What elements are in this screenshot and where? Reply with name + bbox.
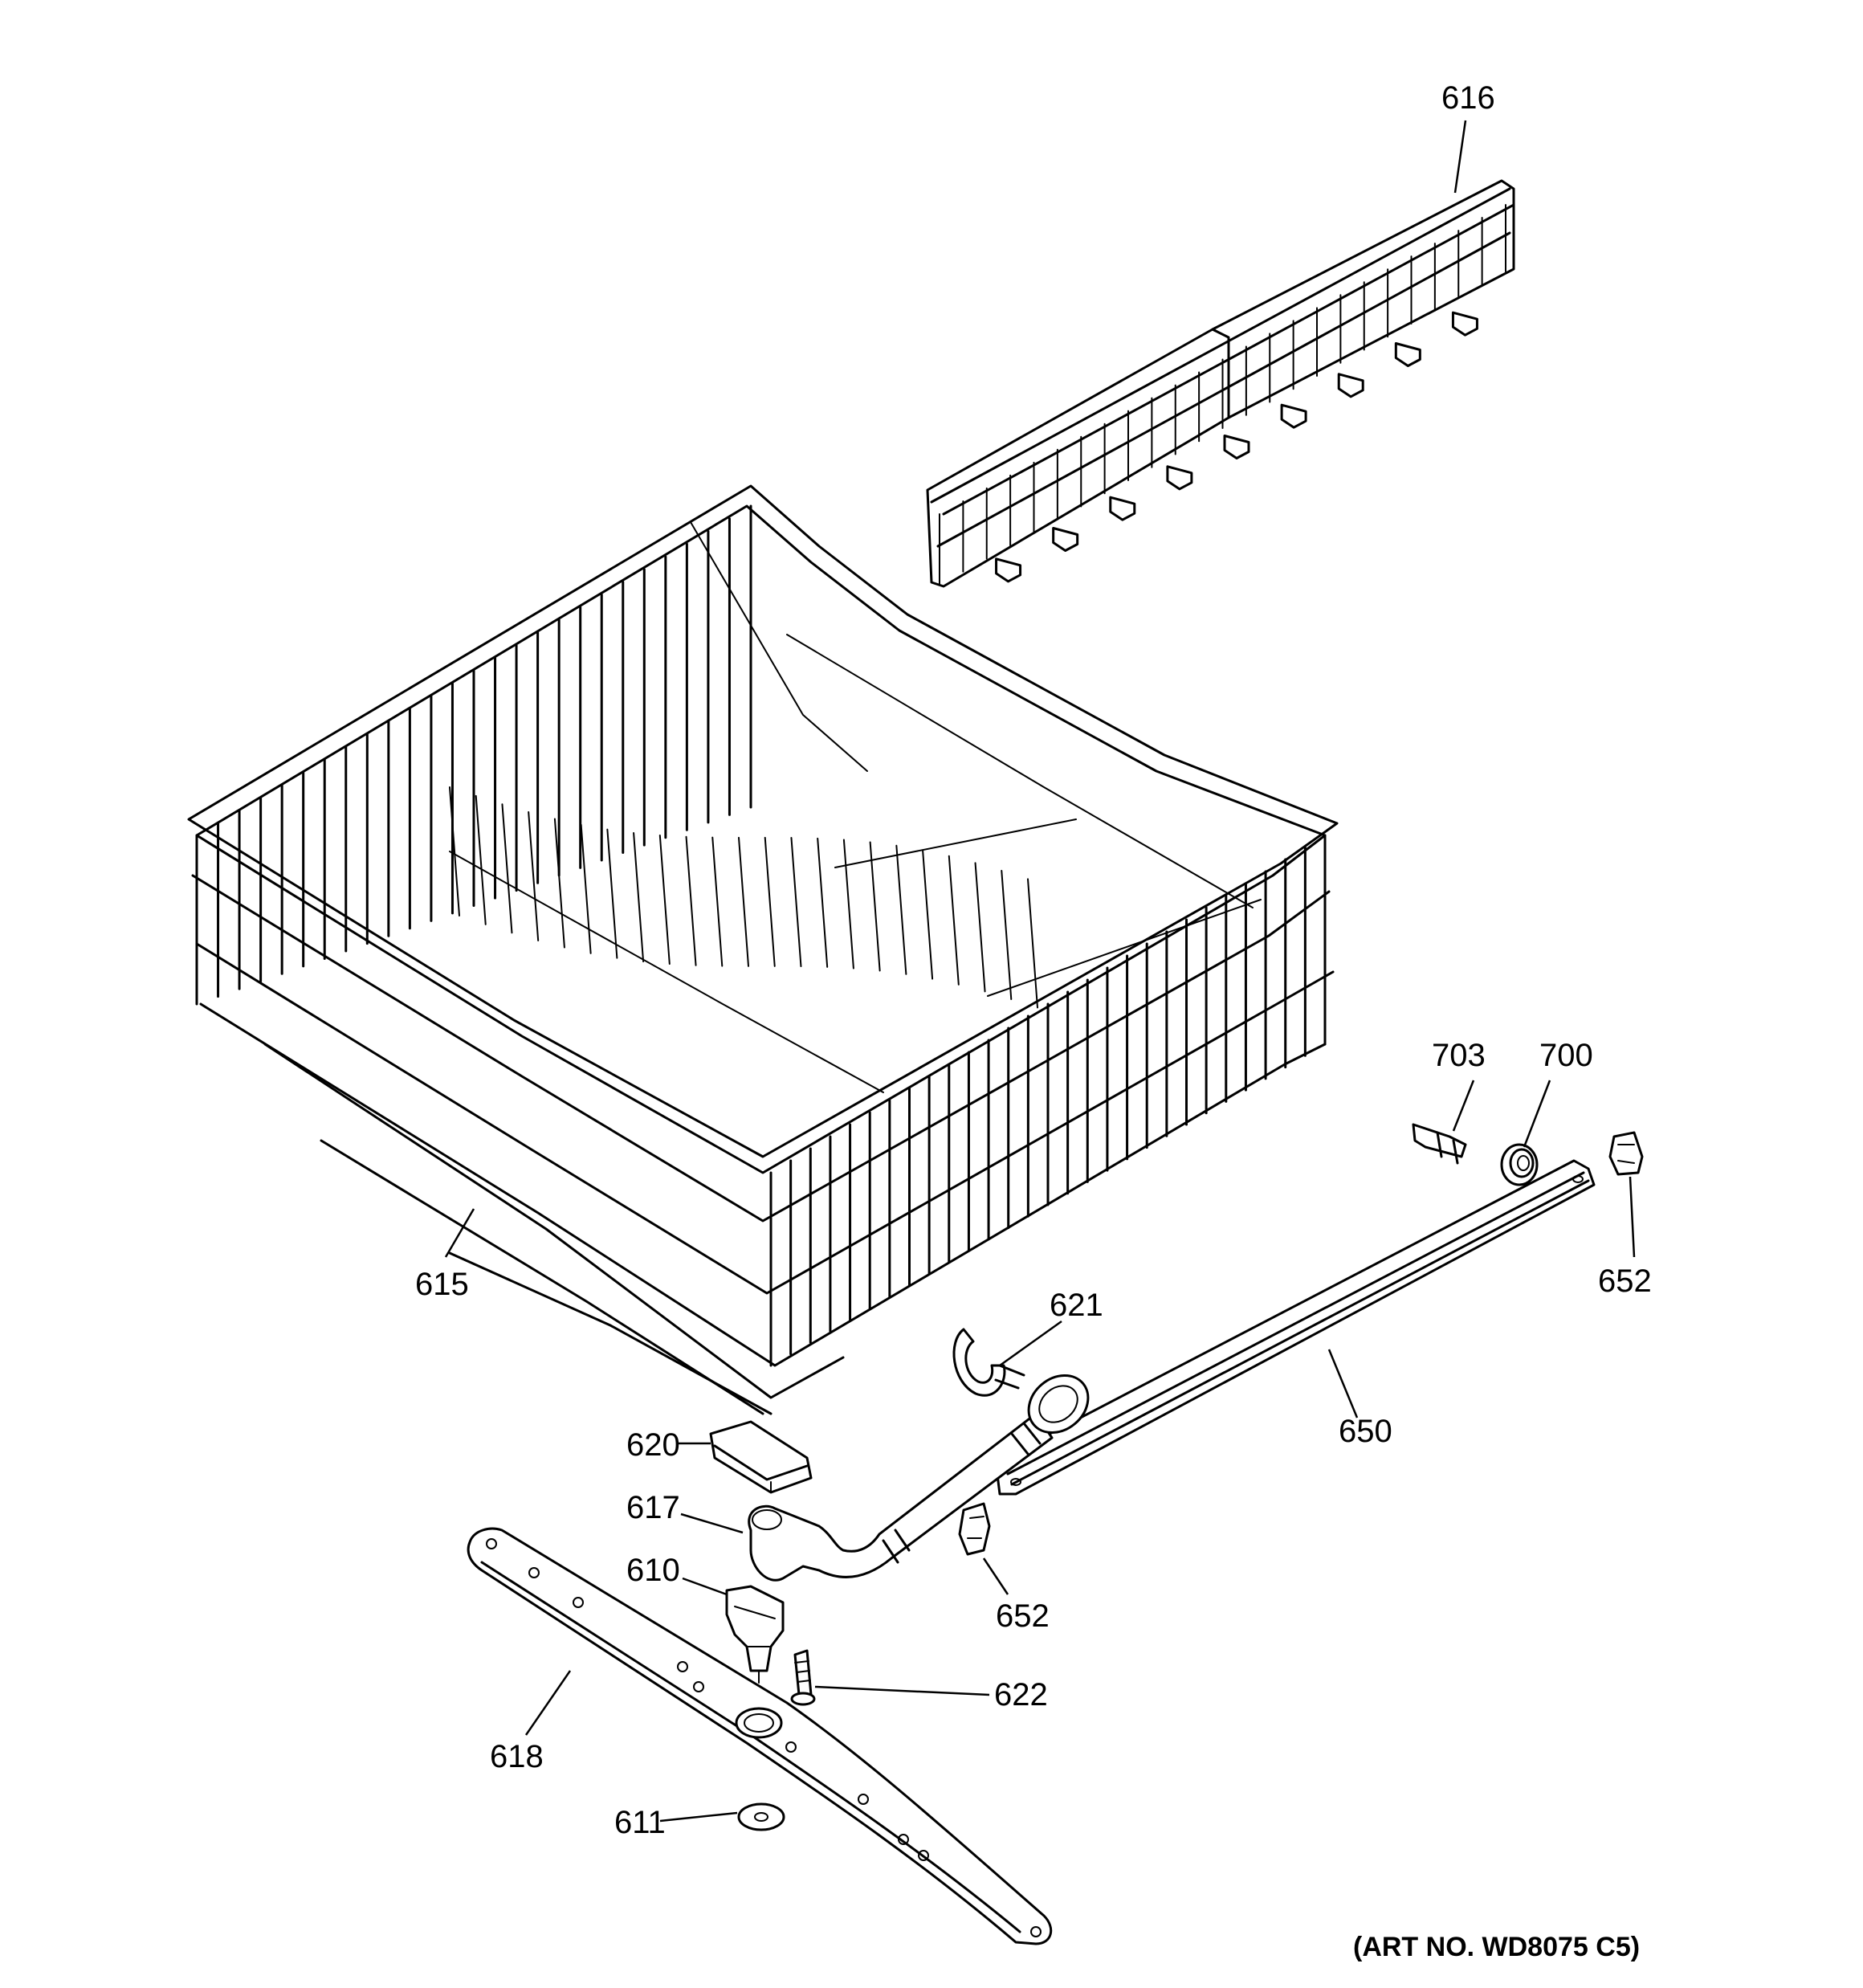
rail-hook xyxy=(1451,311,1478,337)
label-650: 650 xyxy=(1339,1414,1392,1449)
label-616: 616 xyxy=(1441,80,1495,116)
wire-segment xyxy=(842,839,854,970)
wire-segment xyxy=(685,835,697,966)
screw-drawing xyxy=(790,1649,816,1706)
wire-segment xyxy=(528,810,540,941)
label-610: 610 xyxy=(626,1553,680,1588)
track-drawing xyxy=(994,1159,1596,1496)
art-number: (ART NO. WD8075 C5) xyxy=(1353,1932,1640,1962)
wire-segment xyxy=(606,828,618,959)
rail-hook xyxy=(1223,435,1250,459)
end-cap-left-drawing xyxy=(958,1502,991,1556)
spray-arm-mount-drawing xyxy=(725,1585,785,1684)
label-620: 620 xyxy=(626,1427,680,1463)
label-621: 621 xyxy=(1050,1288,1103,1323)
rail-hook xyxy=(1394,342,1421,367)
rail-hook xyxy=(1337,373,1364,398)
wire-segment xyxy=(580,823,592,954)
wire-segment xyxy=(711,836,724,967)
end-cap-right-drawing xyxy=(1608,1131,1644,1176)
label-618: 618 xyxy=(490,1739,544,1774)
rail-hook xyxy=(1166,465,1193,491)
label-622: 622 xyxy=(994,1677,1048,1712)
label-652-right: 652 xyxy=(1598,1263,1652,1299)
rail-hook xyxy=(1109,496,1136,521)
rail-hook xyxy=(1052,527,1079,552)
label-615: 615 xyxy=(415,1267,469,1302)
clip-drawing xyxy=(1412,1123,1467,1165)
wire-segment xyxy=(922,849,934,980)
wire-segment xyxy=(1027,878,1038,1009)
wire-segment xyxy=(1001,869,1013,1000)
wire-segment xyxy=(974,862,986,993)
rack-track-rail-drawing xyxy=(926,179,1515,588)
wire-segment xyxy=(764,836,776,967)
wire-segment xyxy=(738,836,749,967)
wire-segment xyxy=(501,803,513,934)
feed-tube-drawing xyxy=(748,1374,1090,1582)
wire-segment xyxy=(553,818,565,949)
rail-hook xyxy=(1280,403,1307,429)
wire-segment xyxy=(633,832,645,963)
label-611: 611 xyxy=(614,1805,666,1840)
wire-segment xyxy=(658,835,671,965)
wire-segment xyxy=(869,841,881,972)
clamp-drawing xyxy=(952,1328,1025,1397)
wire-segment xyxy=(475,794,487,925)
wire-segment xyxy=(817,837,829,968)
label-700: 700 xyxy=(1539,1038,1593,1073)
upper-rack-drawing xyxy=(187,484,1339,1415)
rail-hook xyxy=(995,557,1022,583)
wire-segment xyxy=(895,844,907,975)
label-617: 617 xyxy=(626,1490,680,1525)
leader-lines xyxy=(444,120,1636,1823)
part-labels: 616 615 703 700 652 621 650 620 617 652 … xyxy=(415,80,1652,1840)
spray-arm-drawing xyxy=(467,1527,1053,1945)
label-652-left: 652 xyxy=(996,1598,1050,1634)
label-703: 703 xyxy=(1432,1038,1486,1073)
wire-segment xyxy=(790,837,802,968)
washer-drawing xyxy=(737,1802,785,1831)
hinge-clip-drawing xyxy=(709,1420,813,1494)
roller-drawing xyxy=(1500,1143,1539,1186)
wire-segment xyxy=(948,855,960,986)
wire-segment xyxy=(449,786,460,916)
